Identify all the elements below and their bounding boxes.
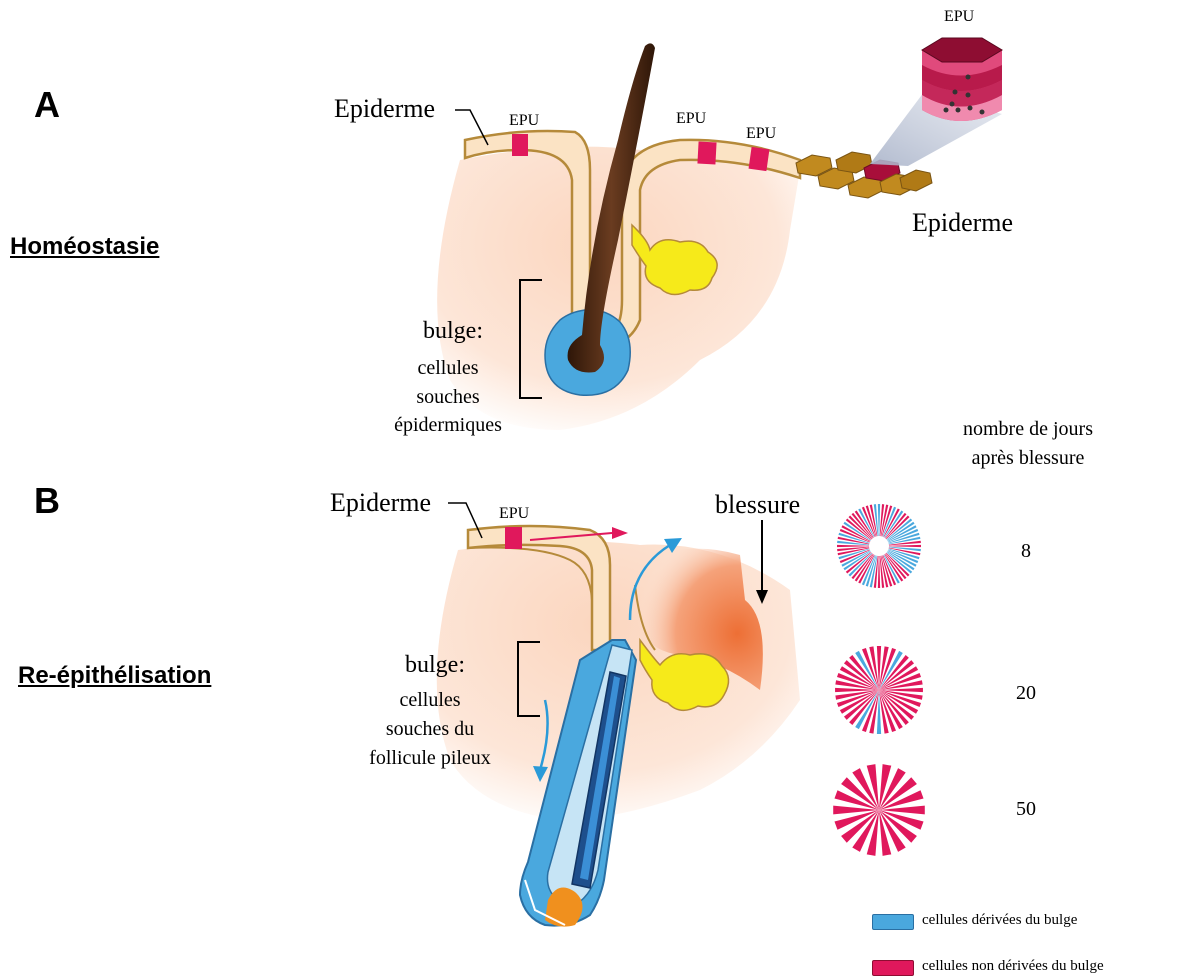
sunburst-day-20 [835, 646, 923, 734]
bulge-label: bulge: [398, 318, 508, 344]
legend-swatch-bulge [872, 914, 914, 930]
day-value: 20 [1008, 680, 1044, 706]
epu-label: EPU [676, 110, 706, 128]
day-value: 8 [1008, 538, 1044, 564]
bulge-label-line: cellules [398, 355, 498, 381]
sunburst-day-50 [833, 764, 925, 856]
epiderme-label: Epiderme [334, 94, 435, 124]
clone-wedge [889, 545, 921, 547]
legend-swatch-non-bulge [872, 960, 914, 976]
bulge-label-line: souches [398, 384, 498, 410]
epu-label: EPU [746, 125, 776, 143]
legend-label: cellules dérivées du bulge [922, 912, 1077, 929]
panel-a-letter: A [34, 84, 60, 126]
epiderme-label: Epiderme [330, 488, 431, 518]
panel-b-section-title: Re-épithélisation [18, 662, 211, 690]
clone-wedge [878, 504, 880, 536]
epu-label: EPU [499, 505, 529, 523]
bulge-label-line: follicule pileux [350, 745, 510, 771]
panel-a-section-title: Homéostasie [10, 233, 159, 261]
epu-block [512, 134, 528, 156]
clone-wedge [879, 673, 921, 690]
bulge-label-line: souches du [370, 716, 490, 742]
clone-wedge [879, 648, 896, 690]
panel-b-letter: B [34, 480, 60, 522]
days-header: après blessure [934, 445, 1122, 471]
clone-wedge [862, 648, 879, 690]
clone-wedge [837, 673, 879, 690]
clone-wedge [879, 810, 891, 856]
days-header: nombre de jours [934, 416, 1122, 442]
legend-label: cellules non dérivées du bulge [922, 958, 1104, 975]
clone-wedge [878, 556, 880, 588]
clone-wedge [862, 690, 879, 732]
clone-wedge [867, 764, 879, 810]
clone-wedge [879, 764, 891, 810]
epu-label-top: EPU [944, 8, 974, 26]
clone-wedge [879, 690, 896, 732]
day-value: 50 [1008, 796, 1044, 822]
sunburst-day-8 [837, 504, 921, 588]
epiderme-label-right: Epiderme [912, 208, 1013, 238]
bulge-label: bulge: [380, 652, 490, 678]
epu-block [749, 147, 770, 171]
clone-wedge [867, 810, 879, 856]
clone-wedge [879, 690, 921, 707]
epu-block [505, 527, 522, 549]
epu-block [697, 142, 716, 165]
epu-stack [922, 38, 1002, 121]
blessure-label: blessure [715, 490, 800, 520]
epu-label: EPU [509, 112, 539, 130]
bulge-label-line: épidermiques [380, 412, 516, 438]
clone-wedge [837, 545, 869, 547]
clone-wedge [837, 690, 879, 707]
bulge-label-line: cellules [380, 687, 480, 713]
